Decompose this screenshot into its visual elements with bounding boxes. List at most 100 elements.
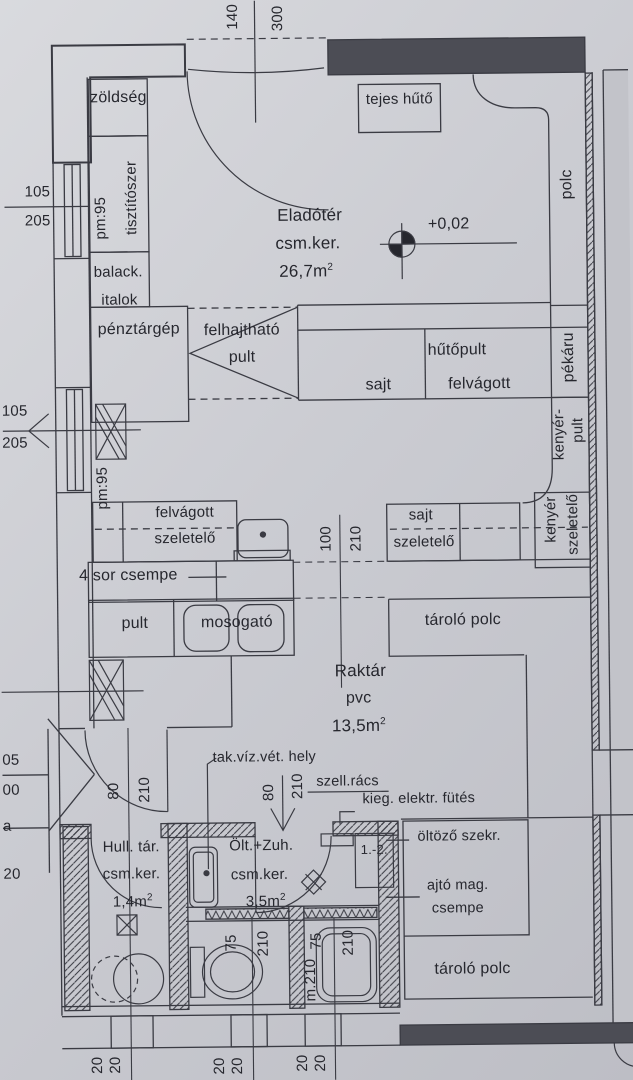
dimension-lines bbox=[127, 514, 389, 1080]
label-tejes-huto: tejes hűtő bbox=[365, 90, 433, 108]
label-pult: pult bbox=[121, 614, 149, 633]
dim-window2-w: 105 bbox=[1, 402, 28, 420]
rear-door-swing-arc bbox=[613, 1042, 633, 1068]
room-finish-sales: csm.ker. bbox=[275, 233, 341, 253]
storage-shelf-bottom bbox=[403, 936, 593, 1000]
entry-door-leaf bbox=[188, 67, 325, 74]
label-italok: italok bbox=[101, 291, 138, 309]
dim-wc-door-h: 210 bbox=[254, 930, 272, 957]
label-penztargep: pénztárgép bbox=[97, 320, 180, 339]
label-tarolo-polc-bottom: tároló polc bbox=[434, 959, 511, 978]
label-4-sor-csempe: 4 sor csempe bbox=[79, 566, 178, 585]
dim-pier3-a: 20 bbox=[293, 1054, 312, 1072]
dim-corridor-door-w: 80 bbox=[105, 782, 123, 800]
storage-shelf-top bbox=[387, 599, 525, 657]
counters-shelves bbox=[87, 74, 593, 1000]
room-finish-changing: csm.ker. bbox=[230, 865, 289, 884]
label-hutopult: hűtőpult bbox=[427, 341, 487, 359]
shower-tray bbox=[315, 926, 378, 1003]
dim-window1-h: 205 bbox=[24, 212, 51, 230]
label-ajto-mag-2: csempe bbox=[431, 900, 484, 917]
adjacent-space bbox=[603, 69, 633, 1023]
room-area-waste: 1,4m2 bbox=[112, 892, 153, 911]
label-lockers: 1.-2. bbox=[360, 841, 388, 858]
label-oltozo-szekr: öltöző szekr. bbox=[417, 827, 501, 845]
waste-door-swing-arc bbox=[90, 838, 162, 909]
dim-changing-door-h: 210 bbox=[288, 773, 307, 800]
dim-wc-door-w: 75 bbox=[222, 934, 240, 952]
entry-door-swing-arc bbox=[186, 71, 329, 211]
dim-storage-door-h: 210 bbox=[347, 525, 365, 552]
slicer-machine bbox=[237, 518, 289, 559]
dim-shower-m: m.210 bbox=[301, 958, 320, 1002]
label-mosogato: mosogató bbox=[200, 613, 273, 632]
label-tak-viz: tak.víz.vét. hely bbox=[212, 748, 317, 766]
floor-drain-waste bbox=[116, 914, 138, 936]
label-szell-racs: szell.rács bbox=[316, 773, 379, 790]
label-pm95-top: pm:95 bbox=[91, 196, 110, 240]
toilet-bowl bbox=[201, 944, 264, 1000]
kenyer-szeletelo-box bbox=[533, 491, 591, 569]
dim-pier1-b: 20 bbox=[106, 1056, 125, 1074]
room-finish-waste: csm.ker. bbox=[102, 865, 161, 883]
label-felhajthato: felhajtható bbox=[203, 321, 280, 340]
label-felhajthato-pult: pult bbox=[228, 348, 256, 366]
label-tisztitoszer: tisztítószer bbox=[122, 160, 141, 236]
walls bbox=[2, 36, 633, 1023]
dim-pier2-b: 20 bbox=[228, 1057, 247, 1075]
dim-edge-2: 00 bbox=[2, 781, 20, 799]
label-sajt-szeletelo-1: sajt bbox=[408, 506, 433, 524]
label-kenyer-pult-2: pult bbox=[569, 417, 587, 443]
label-kieg-futes: kieg. elektr. fütés bbox=[362, 790, 476, 808]
room-name-changing: Ölt.+Zuh. bbox=[229, 836, 294, 855]
dim-changing-door-w: 80 bbox=[260, 783, 278, 802]
toilet-tank bbox=[189, 946, 206, 998]
dim-pier2-a: 20 bbox=[210, 1057, 229, 1075]
waste-bin bbox=[112, 953, 165, 1005]
label-pm95-mid: pm:95 bbox=[93, 466, 112, 510]
rooms-block-walls bbox=[59, 820, 633, 1050]
label-zoldseg: zöldség bbox=[89, 88, 147, 107]
dim-storage-door-w: 100 bbox=[317, 525, 335, 552]
dim-shower-door-h: 210 bbox=[339, 929, 357, 956]
room-name-sales: Eladótér bbox=[277, 205, 343, 225]
note-box bbox=[402, 819, 530, 937]
appliance-b bbox=[88, 659, 125, 721]
wash-basin bbox=[188, 846, 219, 908]
room-finish-storage: pvc bbox=[345, 689, 372, 707]
room-name-waste: Hull. tár. bbox=[102, 838, 160, 856]
dim-pier1-a: 20 bbox=[88, 1056, 107, 1074]
label-balack: balack. bbox=[93, 263, 143, 281]
dim-shower-door-w: 75 bbox=[307, 932, 325, 950]
dim-edge-3: a bbox=[2, 817, 12, 835]
dim-window1-w: 105 bbox=[24, 183, 51, 201]
label-sajt-szeletelo-2: szeletelő bbox=[393, 533, 455, 551]
label-kenyer-pult-1: kenyér- bbox=[550, 408, 568, 461]
room-name-storage: Raktár bbox=[334, 660, 387, 681]
level-label: +0,02 bbox=[427, 215, 470, 233]
dim-window2-h: 205 bbox=[2, 434, 28, 452]
label-kenyer-szeletelo-2: szeletelő bbox=[564, 493, 582, 555]
sink-basin-2 bbox=[237, 603, 285, 653]
window-arrow bbox=[27, 413, 50, 449]
threshold-shower bbox=[303, 906, 378, 919]
dim-edge-1: 05 bbox=[2, 751, 20, 769]
dim-entry-w: 140 bbox=[223, 3, 242, 30]
label-sajt: sajt bbox=[365, 376, 392, 394]
room-area-storage: 13,5m2 bbox=[331, 715, 386, 736]
corridor-door-swing-arc bbox=[84, 730, 168, 813]
locker-cabinet bbox=[354, 832, 395, 889]
dim-edge-4: 20 bbox=[3, 865, 21, 883]
label-tarolo-polc-top: tároló polc bbox=[424, 611, 501, 629]
foldup-counter bbox=[188, 306, 299, 399]
tejes-huto-box bbox=[357, 83, 442, 134]
symbols-fixtures bbox=[1, 205, 517, 1005]
label-polc: polc bbox=[558, 169, 576, 200]
appliance-a bbox=[94, 403, 127, 460]
dim-entry-h: 300 bbox=[268, 5, 287, 32]
room-area-sales: 26,7m2 bbox=[279, 261, 334, 281]
room-area-changing: 3,5m2 bbox=[245, 891, 286, 911]
